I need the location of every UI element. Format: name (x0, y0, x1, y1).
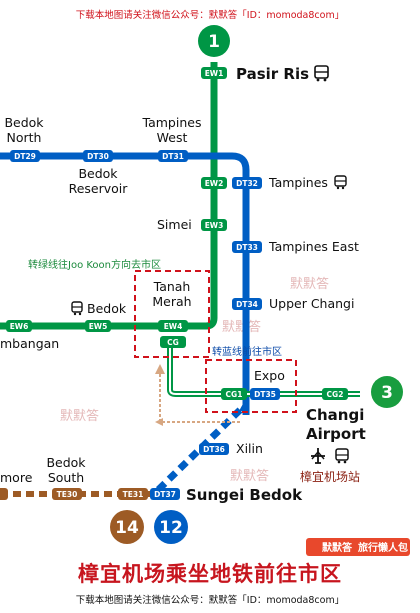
svg-text:EW6: EW6 (10, 322, 29, 331)
expo-box (205, 359, 297, 413)
svg-text:默默答: 默默答 (322, 541, 353, 554)
watermark: 默默答 (60, 408, 99, 424)
svg-text:Xilin: Xilin (236, 441, 263, 456)
station-bedok-south[interactable]: Bedok South TE30 (46, 455, 86, 500)
svg-text:1: 1 (208, 32, 220, 52)
header-note: 下载本地图请关注微信公众号：默默答「ID：momoda8com」 (76, 9, 344, 21)
line-badge-ew: 1 (198, 25, 230, 57)
transfer-note-green: 转绿线往Joo Koon方向去市区 (28, 258, 161, 271)
station-simei[interactable]: Simei EW3 (157, 217, 227, 232)
station-bedok[interactable]: Bedok EW5 (71, 301, 127, 332)
watermark: 默默答 (290, 276, 329, 292)
svg-text:North: North (7, 130, 42, 145)
svg-text:DT35: DT35 (254, 390, 276, 399)
bus-icon (334, 175, 347, 190)
station-tampines[interactable]: EW2 DT32 Tampines (201, 175, 347, 190)
svg-text:Bedok: Bedok (4, 115, 44, 130)
svg-text:旅行懒人包: 旅行懒人包 (358, 541, 408, 554)
watermark: 默默答 (222, 319, 261, 335)
svg-text:Airport: Airport (306, 425, 366, 443)
svg-text:West: West (157, 130, 188, 145)
svg-text:mbangan: mbangan (0, 336, 59, 351)
watermark: 默默答 (230, 468, 269, 484)
svg-text:DT29: DT29 (14, 152, 36, 161)
station-kembangan[interactable]: EW6 mbangan (0, 320, 59, 351)
svg-text:Bedok: Bedok (87, 301, 127, 316)
footer-note: 下载本地图请关注微信公众号：默默答「ID：momoda8com」 (76, 594, 344, 606)
station-tampines-east[interactable]: DT33 Tampines East (232, 239, 359, 254)
svg-text:12: 12 (159, 518, 183, 538)
svg-text:DT32: DT32 (236, 179, 258, 188)
route-arrow (155, 364, 249, 426)
station-bedok-reservoir[interactable]: DT30 Bedok Reservoir (69, 150, 129, 196)
svg-text:3: 3 (381, 383, 393, 403)
svg-text:EW1: EW1 (205, 69, 224, 78)
station-tampines-west[interactable]: Tampines West DT31 (142, 115, 202, 162)
station-sungei-bedok[interactable]: TE31 DT37 Sungei Bedok (118, 486, 303, 504)
transfer-note-blue: 转蓝线前往市区 (212, 345, 282, 358)
svg-text:EW5: EW5 (89, 322, 108, 331)
svg-text:South: South (48, 470, 84, 485)
line-badge-cg: 3 (371, 376, 403, 408)
ew-line (0, 62, 218, 330)
svg-text:TE31: TE31 (123, 490, 144, 499)
page-title: 樟宜机场乘坐地铁前往市区 (78, 562, 342, 586)
svg-text:CG1: CG1 (226, 390, 243, 399)
svg-text:Pasir Ris: Pasir Ris (236, 65, 309, 83)
svg-text:Tanah: Tanah (153, 279, 191, 294)
svg-text:DT37: DT37 (154, 490, 176, 499)
svg-text:Tampines: Tampines (268, 175, 328, 190)
svg-text:Tampines East: Tampines East (268, 239, 359, 254)
svg-text:DT31: DT31 (162, 152, 184, 161)
cg-line (167, 344, 360, 397)
svg-text:DT34: DT34 (236, 300, 258, 309)
bus-icon (71, 301, 83, 316)
airplane-icon (311, 448, 325, 464)
svg-text:Upper Changi: Upper Changi (269, 296, 354, 311)
svg-text:TE30: TE30 (57, 490, 78, 499)
bus-icon (335, 448, 349, 464)
svg-text:EW3: EW3 (205, 221, 224, 230)
dt-line (0, 152, 250, 493)
bus-icon (314, 65, 329, 82)
brand-logo: 默默答 旅行懒人包 (306, 538, 410, 556)
station-xilin[interactable]: DT36 Xilin (199, 441, 263, 456)
svg-text:Merah: Merah (152, 294, 191, 309)
svg-text:CG: CG (167, 338, 179, 347)
svg-text:Sungei Bedok: Sungei Bedok (186, 486, 303, 504)
station-upper-changi[interactable]: DT34 Upper Changi (232, 296, 354, 311)
svg-text:14: 14 (115, 518, 139, 538)
svg-text:DT30: DT30 (87, 152, 109, 161)
svg-text:Expo: Expo (254, 368, 285, 383)
svg-text:Tampines: Tampines (142, 115, 202, 130)
changi-airport-cn: 樟宜机场站 (300, 469, 360, 484)
svg-text:Simei: Simei (157, 217, 192, 232)
svg-text:EW4: EW4 (164, 322, 183, 331)
svg-text:Reservoir: Reservoir (69, 181, 129, 196)
svg-text:DT33: DT33 (236, 243, 258, 252)
line-badge-dt: 12 (154, 510, 188, 544)
svg-text:EW2: EW2 (205, 179, 224, 188)
station-more[interactable]: more (0, 470, 33, 500)
station-expo[interactable]: Expo CG1 DT35 (221, 368, 285, 400)
svg-text:Bedok: Bedok (78, 166, 118, 181)
svg-text:Bedok: Bedok (46, 455, 86, 470)
svg-text:CG2: CG2 (327, 390, 344, 399)
svg-text:DT36: DT36 (203, 445, 225, 454)
line-badge-te: 14 (110, 510, 144, 544)
svg-text:Changi: Changi (306, 406, 364, 424)
svg-text:more: more (0, 470, 33, 485)
station-bedok-north[interactable]: Bedok North DT29 (4, 115, 44, 162)
station-changi-airport[interactable]: CG2 Changi Airport 樟宜机场站 (300, 388, 366, 484)
station-tanah-merah[interactable]: Tanah Merah EW4 CG (152, 279, 192, 348)
station-pasir-ris[interactable]: EW1 Pasir Ris (201, 65, 329, 83)
